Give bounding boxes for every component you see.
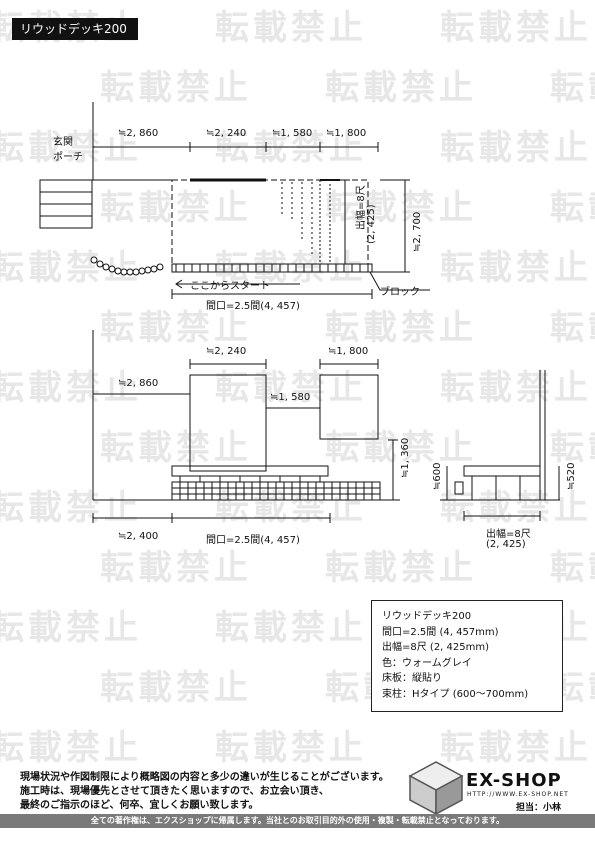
side-depth-label: 出幅=8尺 xyxy=(486,529,531,540)
elev-window xyxy=(319,374,379,440)
elev-dim-mid: ≒1, 580 xyxy=(270,392,311,403)
watermark-text: 転載禁止 xyxy=(100,668,252,708)
spec-depth: 出幅=8尺 (2, 425mm) xyxy=(382,642,490,653)
elev-dim-left: ≒2, 860 xyxy=(118,378,159,389)
side-dim-left: ≒600 xyxy=(432,462,443,490)
watermark-text: 転載禁止 xyxy=(440,128,592,168)
elev-deck-top xyxy=(171,465,329,477)
watermark-text: 転載禁止 xyxy=(440,368,592,408)
watermark-text: 転載禁止 xyxy=(550,548,595,588)
watermark-text: 転載禁止 xyxy=(550,188,595,228)
copyright-footer: 全ての著作権は、エクスショップに帰属します。当社とのお取引目的外の使用・複製・転… xyxy=(0,814,595,828)
watermark-text: 転載禁止 xyxy=(325,428,477,468)
side-dim-right: ≒520 xyxy=(566,462,577,490)
watermark-text: 転載禁止 xyxy=(0,368,142,408)
watermark-text: 転載禁止 xyxy=(440,8,592,48)
watermark-text: 転載禁止 xyxy=(325,188,477,228)
watermark-text: 転載禁止 xyxy=(550,68,595,108)
watermark-text: 転載禁止 xyxy=(100,68,252,108)
plan-depth-label: 出幅=8尺 xyxy=(356,185,367,230)
logo-url: HTTP://WWW.EX-SHOP.NET xyxy=(467,791,569,798)
start-label: ここからスタート xyxy=(190,281,270,292)
spec-floorboard: 床板：縦貼り xyxy=(382,673,442,684)
watermark-text: 転載禁止 xyxy=(0,728,142,768)
spec-post: 束柱：Hタイプ (600〜700mm) xyxy=(382,688,529,700)
block-leader xyxy=(369,271,430,291)
plan-dim-1: ≒2, 860 xyxy=(118,128,159,139)
watermark-text: 転載禁止 xyxy=(100,188,252,228)
watermark-text: 転載禁止 xyxy=(0,128,142,168)
notes: 現場状況や作図制限により概略図の内容と多少の違いが生じることがございます。 施工… xyxy=(20,771,389,813)
stepping-stones xyxy=(90,256,164,276)
plan-frontage: 間口=2.5間(4, 457) xyxy=(206,301,300,312)
spec-product: リウッドデッキ200 xyxy=(382,611,472,622)
watermark-text: 転載禁止 xyxy=(440,248,592,288)
staff-name: 担当：小林 xyxy=(516,803,562,813)
spec-color: 色：ウォームグレイ xyxy=(382,657,472,669)
watermark-text: 転載禁止 xyxy=(440,728,592,768)
watermark-text: 転載禁止 xyxy=(215,128,367,168)
plan-dim-2: ≒2, 240 xyxy=(206,128,247,139)
elev-frontage: 間口=2.5間(4, 457) xyxy=(206,535,300,546)
watermark-text: 転載禁止 xyxy=(325,308,477,348)
spec-box: リウッドデッキ200 間口=2.5間 (4, 457mm) 出幅=8尺 (2, … xyxy=(371,600,563,712)
block-label: ブロック xyxy=(380,287,420,298)
side-depth-value: (2, 425) xyxy=(486,539,526,550)
logo-name: EX-SHOP xyxy=(466,770,562,791)
elev-dim-bottom-left: ≒2, 400 xyxy=(118,531,159,542)
elev-dim-top-1: ≒2, 240 xyxy=(206,346,247,357)
watermark-text: 転載禁止 xyxy=(440,488,592,528)
watermark-text: 転載禁止 xyxy=(215,608,367,648)
porch-label: ポーチ xyxy=(53,152,83,163)
note-line-2: 施工時は、現場優先とさせて頂きたく思いますので、お立会い頂き、 xyxy=(20,786,329,797)
elev-dim-height: ≒1, 360 xyxy=(400,437,411,478)
plan-overall-depth: ≒2, 700 xyxy=(412,211,423,252)
watermark-text: 転載禁止 xyxy=(215,728,367,768)
entrance-label: 玄関 xyxy=(53,137,73,148)
note-line-3: 最終のご指示のほど、何卒、宜しくお願い致します。 xyxy=(20,800,259,811)
watermark-text: 転載禁止 xyxy=(550,428,595,468)
elev-door xyxy=(189,374,267,472)
watermark-text: 転載禁止 xyxy=(215,488,367,528)
watermark-text: 転載禁止 xyxy=(325,548,477,588)
watermark-text: 転載禁止 xyxy=(100,308,252,348)
watermark-text: 転載禁止 xyxy=(0,488,142,528)
plan-depth-value: (2, 425) xyxy=(366,204,377,244)
plan-dim-4: ≒1, 800 xyxy=(326,128,367,139)
deck-outline xyxy=(171,179,369,265)
page-title: リウッドデッキ200 xyxy=(12,18,138,40)
watermark-text: 転載禁止 xyxy=(550,308,595,348)
note-line-1: 現場状況や作図制限により概略図の内容と多少の違いが生じることがございます。 xyxy=(20,772,389,783)
elev-dim-top-2: ≒1, 800 xyxy=(328,346,369,357)
plan-dim-3: ≒1, 580 xyxy=(272,128,313,139)
spec-frontage: 間口=2.5間 (4, 457mm) xyxy=(382,626,499,638)
watermark-text: 転載禁止 xyxy=(100,428,252,468)
side-deck xyxy=(463,465,541,477)
watermark-text: 転載禁止 xyxy=(0,608,142,648)
watermark-text: 転載禁止 xyxy=(100,548,252,588)
watermark-text: 転載禁止 xyxy=(325,68,477,108)
watermark-text: 転載禁止 xyxy=(215,8,367,48)
